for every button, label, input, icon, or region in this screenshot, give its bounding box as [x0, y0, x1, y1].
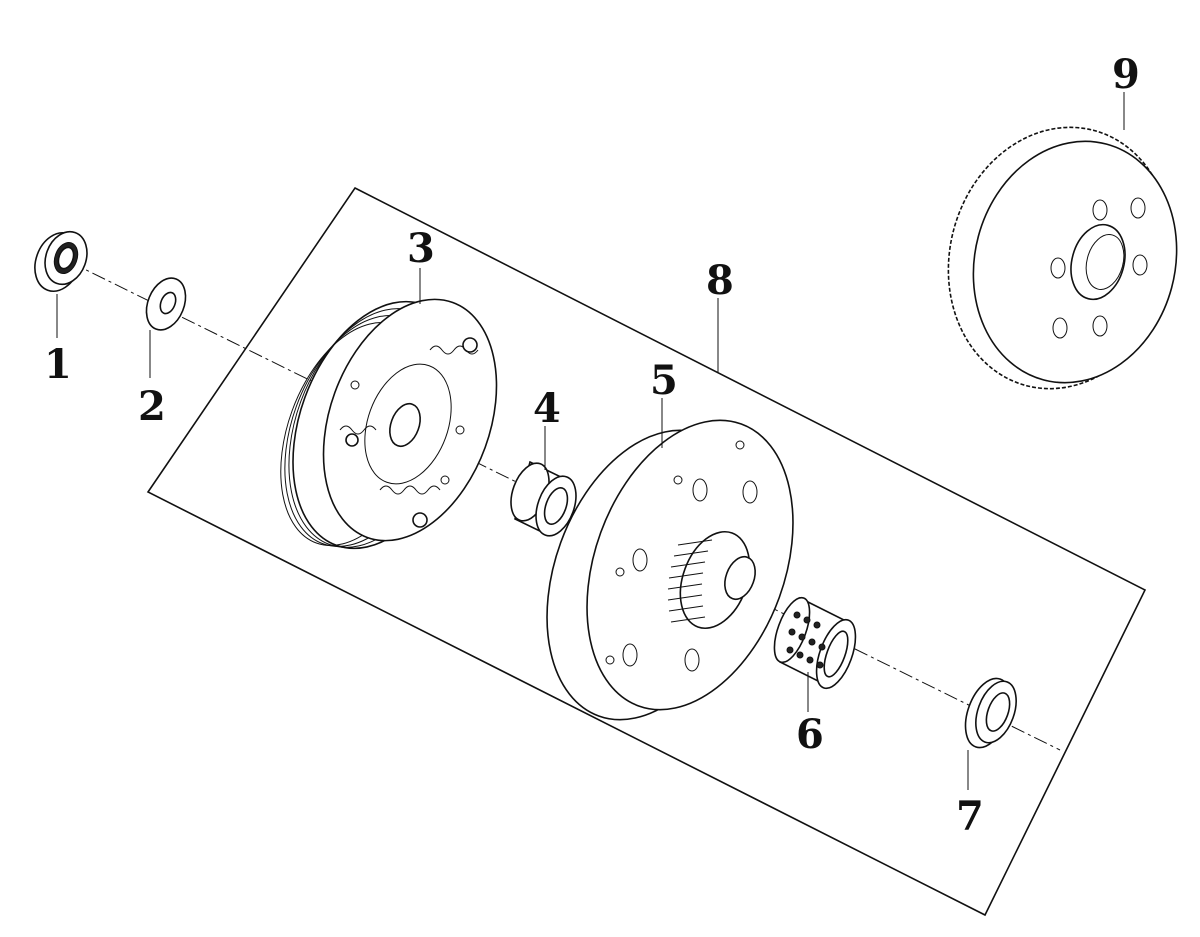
callout-6: 6 — [796, 711, 824, 758]
callout-4: 4 — [533, 385, 561, 432]
callout-9: 9 — [1112, 51, 1140, 98]
part-1-nut[interactable] — [27, 226, 94, 298]
callout-5: 5 — [650, 357, 678, 404]
callout-8: 8 — [706, 257, 734, 304]
part-6-needle-bearing[interactable] — [767, 593, 863, 693]
callout-2: 2 — [138, 383, 166, 430]
part-9-driven-gear[interactable] — [920, 102, 1200, 414]
part-3-clutch-shoe-assembly[interactable] — [252, 275, 528, 572]
part-5-clutch-housing[interactable] — [509, 392, 830, 749]
part-7-washer[interactable] — [957, 672, 1024, 753]
part-2-washer[interactable] — [139, 272, 193, 336]
callout-7: 7 — [956, 793, 984, 840]
assembly-group-outline — [146, 186, 1147, 917]
callout-1: 1 — [44, 341, 72, 388]
part-4-bushing[interactable] — [504, 458, 584, 541]
callout-3: 3 — [407, 225, 435, 272]
callout-leader-lines — [56, 92, 1125, 790]
